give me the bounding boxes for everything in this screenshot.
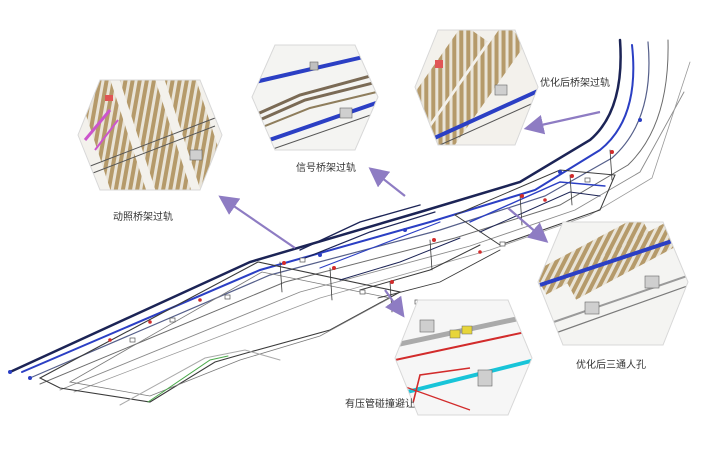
- trunk-line-outer: [8, 38, 622, 374]
- station-box-inner: [68, 271, 392, 397]
- label-optimized-tee-manhole: 优化后三通人孔: [576, 360, 646, 371]
- arrow-pressure-pipe: [384, 289, 405, 318]
- callout-arrows: [218, 110, 601, 318]
- trunk-line-fifth: [59, 91, 685, 391]
- label-optimized-bridge: 优化后桥架过轨: [540, 78, 610, 89]
- label-signal-bridge: 信号桥架过轨: [296, 163, 356, 174]
- green-duct: [147, 355, 229, 403]
- right-block: [453, 169, 616, 246]
- station-box: [38, 261, 402, 403]
- trunk-line-fourth: [39, 39, 669, 385]
- callout-hexagon-optimized-bridge: [414, 29, 539, 146]
- arrow-optimized-bridge: [523, 110, 601, 135]
- trunk-line-third: [29, 41, 650, 379]
- callout-hexagon-signal-bridge: [251, 44, 379, 151]
- label-power-bridge: 动照桥架过轨: [113, 212, 173, 223]
- arrow-optimized-tee: [507, 207, 549, 243]
- callout-hexagon-power-bridge: [77, 79, 223, 191]
- arrow-power-bridge: [218, 195, 296, 249]
- callout-hexagon-pressure-pipe: [394, 299, 533, 416]
- grey-duct: [119, 349, 281, 406]
- label-pressure-pipe-clash: 有压管碰撞避让: [345, 399, 415, 410]
- trunk-line-inner: [21, 44, 635, 373]
- arrow-signal-bridge: [368, 167, 406, 197]
- callout-hexagon-optimized-tee: [537, 221, 689, 346]
